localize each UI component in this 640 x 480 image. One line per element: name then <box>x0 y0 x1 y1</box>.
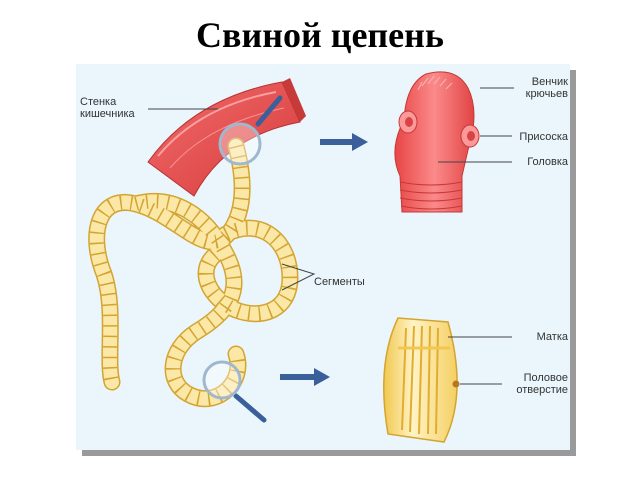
tapeworm-illustration <box>88 71 514 443</box>
tapeworm-body <box>88 137 299 408</box>
label-sucker: Присоска <box>519 131 568 143</box>
label-intestine-wall: Стенка кишечника <box>80 96 135 120</box>
label-head: Головка <box>527 156 568 168</box>
label-hook-crown: Венчик крючьев <box>525 76 568 100</box>
label-uterus: Матка <box>536 331 568 343</box>
label-genital-pore: Половое отверстие <box>516 372 568 396</box>
magnifier-bottom-icon <box>202 360 267 423</box>
magnifier-top-icon <box>218 95 283 166</box>
arrow-top-icon <box>320 133 368 151</box>
intestine-wall <box>147 78 306 197</box>
leader-lines <box>148 87 514 385</box>
scolex-head <box>394 71 480 213</box>
label-segments: Сегменты <box>314 276 365 288</box>
page-title: Свиной цепень <box>196 15 444 55</box>
arrow-bottom-icon <box>280 368 330 386</box>
proglottid-segment <box>383 317 460 443</box>
diagram-panel <box>76 64 570 450</box>
